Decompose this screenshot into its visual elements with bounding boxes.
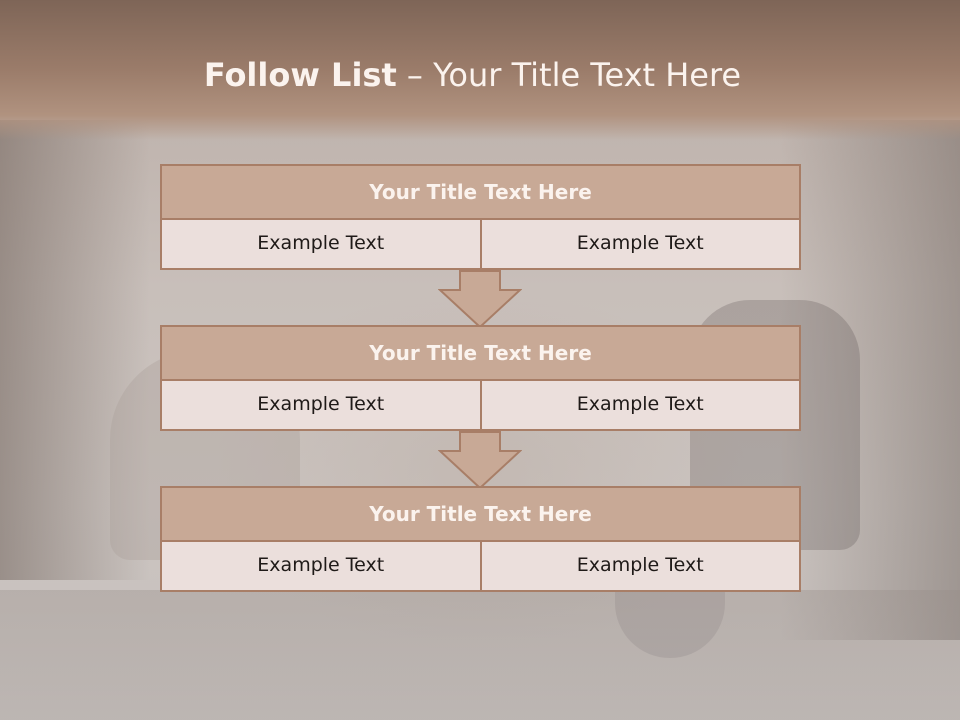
list-group-1: Your Title Text Here Example Text Exampl… — [160, 164, 801, 270]
list-group-2: Your Title Text Here Example Text Exampl… — [160, 325, 801, 431]
slide-title-rest: – Your Title Text Here — [396, 56, 742, 94]
background-shadow-left — [0, 120, 150, 580]
group-2-row: Example Text Example Text — [160, 381, 801, 431]
group-3-title[interactable]: Your Title Text Here — [160, 486, 801, 542]
slide-title: Follow List – Your Title Text Here — [0, 56, 945, 94]
group-2-right-cell[interactable]: Example Text — [481, 381, 801, 431]
group-2-left-cell[interactable]: Example Text — [160, 381, 482, 431]
slide-title-bold: Follow List — [203, 56, 397, 94]
group-1-left-cell[interactable]: Example Text — [160, 220, 482, 270]
group-1-title[interactable]: Your Title Text Here — [160, 164, 801, 220]
background-table — [0, 590, 960, 720]
down-arrow-icon-2 — [438, 431, 522, 489]
group-2-title[interactable]: Your Title Text Here — [160, 325, 801, 381]
title-band — [0, 0, 960, 140]
group-1-row: Example Text Example Text — [160, 220, 801, 270]
group-3-row: Example Text Example Text — [160, 542, 801, 592]
group-3-right-cell[interactable]: Example Text — [481, 542, 801, 592]
background-shadow-right — [780, 120, 960, 640]
list-group-3: Your Title Text Here Example Text Exampl… — [160, 486, 801, 592]
group-3-left-cell[interactable]: Example Text — [160, 542, 482, 592]
down-arrow-icon-1 — [438, 270, 522, 328]
group-1-right-cell[interactable]: Example Text — [481, 220, 801, 270]
